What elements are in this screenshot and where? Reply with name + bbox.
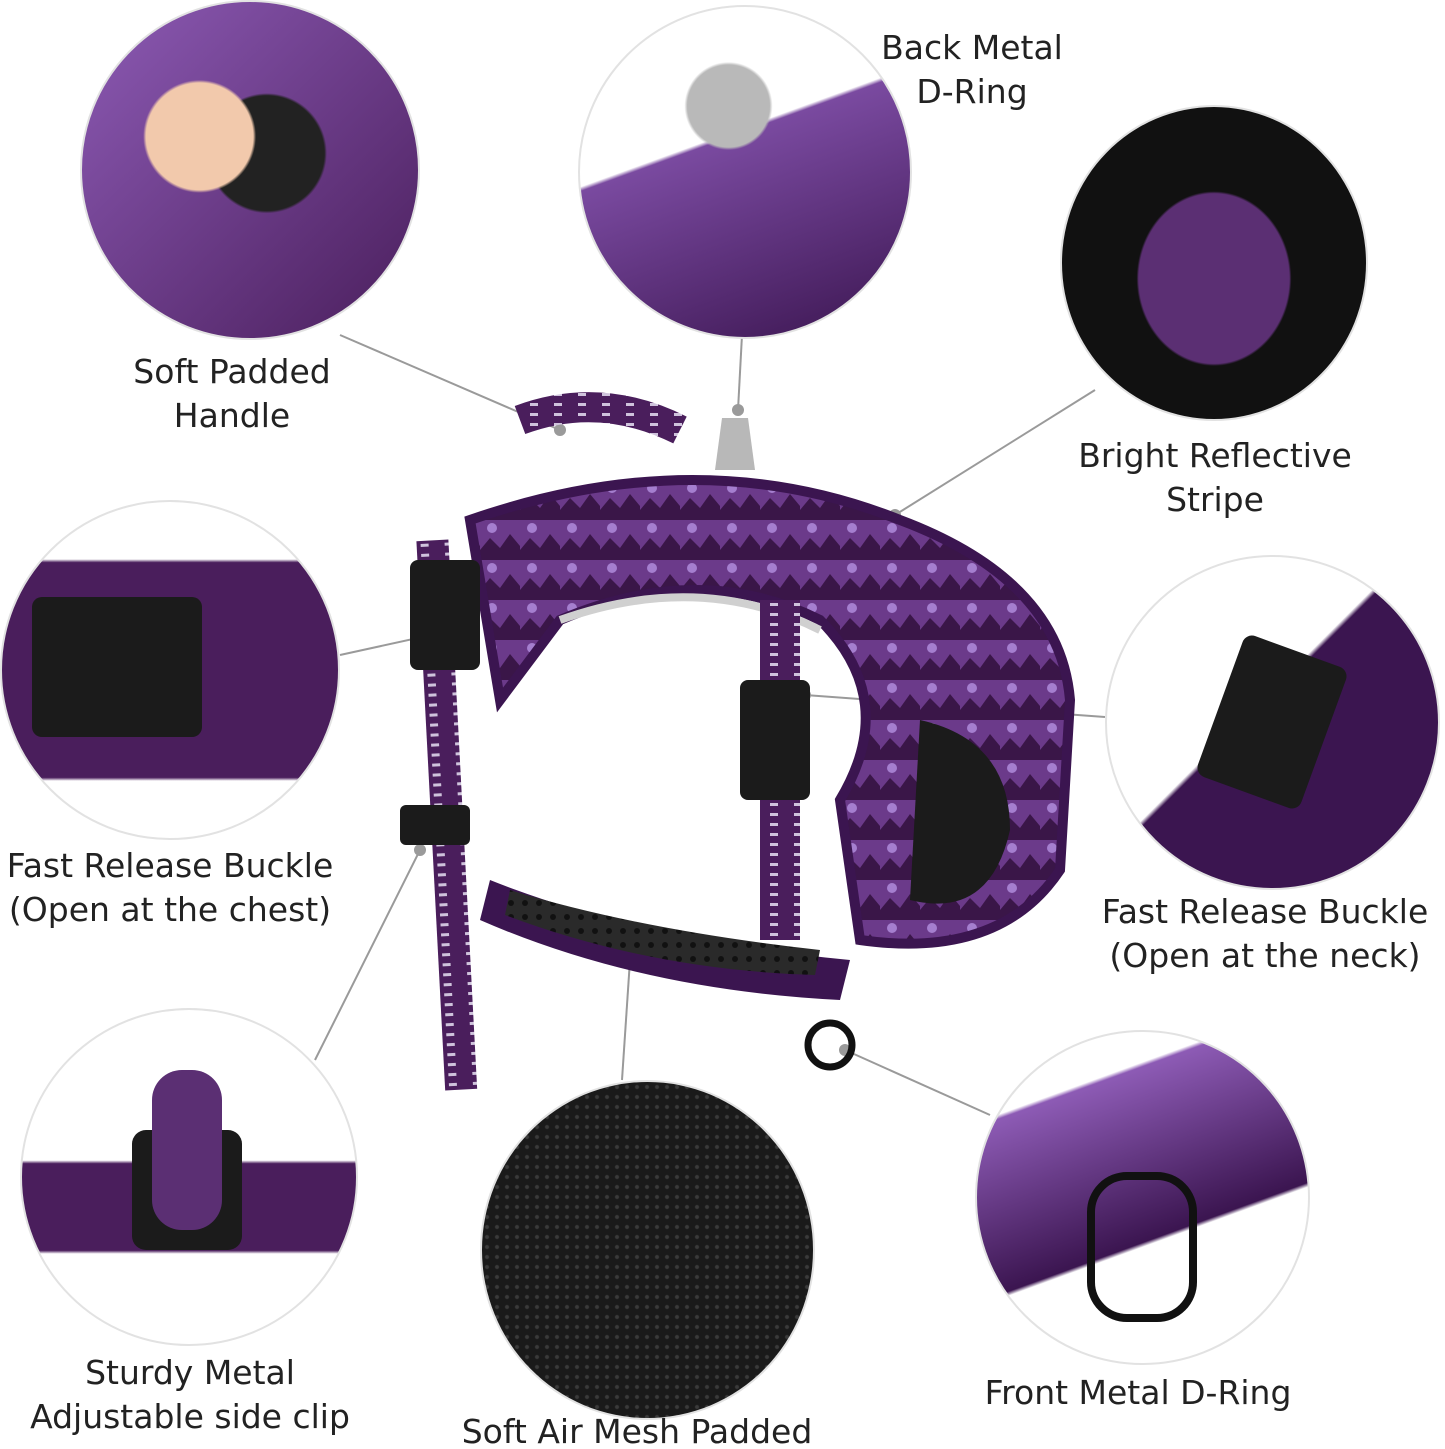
label-neck-buckle: Fast Release Buckle(Open at the neck)	[1101, 892, 1429, 975]
label-mesh: Soft Air Mesh Padded	[461, 1412, 813, 1449]
neck-buckle-detail-image	[1105, 555, 1440, 890]
label-chest-buckle: Fast Release Buckle(Open at the chest)	[6, 846, 334, 929]
back-d-ring-detail-image	[578, 5, 912, 339]
reflective-stripe-detail-image	[1060, 105, 1368, 421]
chest-buckle-detail-image	[0, 500, 340, 840]
label-front-d-ring: Front Metal D-Ring	[984, 1373, 1292, 1412]
mesh-detail-image	[480, 1080, 815, 1420]
front-d-ring-detail-image	[975, 1030, 1310, 1365]
handle-detail-image	[80, 0, 420, 340]
side-clip-detail-image	[20, 1008, 358, 1346]
harness	[400, 392, 1076, 1091]
